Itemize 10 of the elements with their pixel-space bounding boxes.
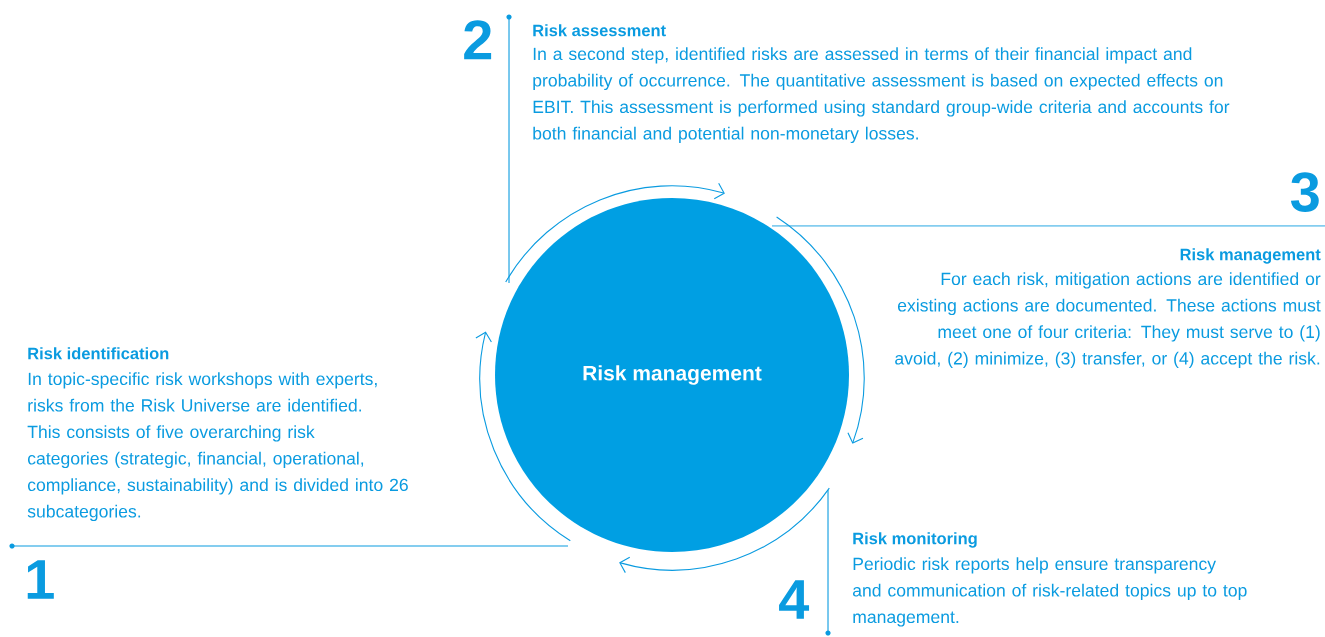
step-heading: Risk identification bbox=[28, 347, 169, 360]
step-description: For each risk, mitigation actions are identified or existing actions are documented. These actions must meet one of four criteria: They must serve to (1) avoid, (2) minimize, (3) transfer, or (4) accept the risk. bbox=[895, 272, 1321, 369]
step-heading: Risk management bbox=[1180, 248, 1321, 264]
step-number: 2 bbox=[464, 20, 492, 60]
step-number: 1 bbox=[27, 560, 54, 599]
step-description: Periodic risk reports help ensure transparency and communication of risk-related topics up to top management. bbox=[852, 557, 1247, 627]
step-number: 3 bbox=[1290, 172, 1319, 212]
step-description: In topic-specific risk workshops with experts, risks from the Risk Universe are identified. This consists of five overarching risk categories (strategic, financial, operational, compliance, sustainability) and is divided into 26 subcategories. bbox=[27, 372, 408, 522]
step-heading: Risk assessment bbox=[533, 24, 666, 37]
step-description: In a second step, identified risks are assessed in terms of their financial impact and probability of occurrence. The quantitative assessment is based on expected effects on EBIT. This assessment is performed using standard group-wide criteria and accounts for both financial and potential non-monetary losses. bbox=[533, 47, 1230, 144]
